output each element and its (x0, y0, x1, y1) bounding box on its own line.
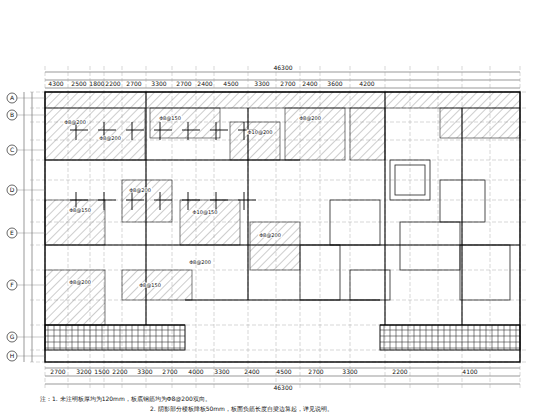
dimension: 3200 (76, 369, 91, 375)
axis-label: A (10, 95, 14, 101)
dimension: 4200 (359, 81, 374, 87)
axis-label: H (10, 353, 15, 359)
rebar-callout: Φ8@150 (68, 208, 92, 213)
dimension: 4500 (223, 81, 238, 87)
dimension: 2400 (302, 81, 317, 87)
general-note: 注：1. 未注明板厚均为120mm，板底钢筋均为Φ8@200双向。 (40, 396, 211, 402)
total-dimension: 46300 (273, 385, 292, 391)
dimension: 2700 (176, 81, 191, 87)
dimension: 2200 (392, 369, 407, 375)
dimension: 3300 (137, 369, 152, 375)
dimension: 3300 (151, 81, 166, 87)
dimension: 2400 (197, 81, 212, 87)
dimension: 2700 (162, 369, 177, 375)
axis-label: D (10, 187, 15, 193)
general-note: 2. 阴影部分楼板降板50mm，板面负筋长度自梁边算起，详见说明。 (150, 406, 333, 412)
rebar-callout: Φ8@200 (128, 188, 152, 193)
dimension: 3600 (327, 81, 342, 87)
rebar-callout: Φ8@200 (98, 136, 122, 141)
dimension: 3300 (214, 369, 229, 375)
dimension: 2700 (50, 369, 65, 375)
rebar-callout: Φ10@150 (192, 210, 219, 215)
dimension: 3300 (342, 369, 357, 375)
rebar-callout: Φ8@200 (258, 233, 282, 238)
total-dimension: 46300 (273, 65, 292, 71)
dimension: 4000 (188, 369, 203, 375)
axis-label: E (10, 230, 14, 236)
dimension: 3300 (254, 81, 269, 87)
dimension: 2700 (280, 81, 295, 87)
rebar-callout: Φ8@200 (298, 116, 322, 121)
axis-label: G (10, 334, 15, 340)
rebar-callout: Φ8@150 (158, 116, 182, 121)
slab-plan (7, 66, 528, 390)
axis-label: B (10, 112, 14, 118)
dimension: 1500 (94, 369, 109, 375)
dimension: 4100 (462, 369, 477, 375)
dimension: 2700 (308, 369, 323, 375)
dimension: 4300 (48, 81, 63, 87)
rebar-callout: Φ8@200 (68, 280, 92, 285)
axis-label: F (10, 282, 13, 288)
dimension: 4500 (276, 369, 291, 375)
axis-label: C (10, 147, 14, 153)
rebar-callout: Φ8@200 (63, 120, 87, 125)
rebar-callout: Φ8@150 (138, 283, 162, 288)
rebar-callout: Φ10@200 (247, 130, 274, 135)
rebar-callout: Φ8@200 (188, 260, 212, 265)
dimension: 2700 (126, 81, 141, 87)
dimension: 2200 (112, 369, 127, 375)
dimension: 2400 (244, 369, 259, 375)
dimension: 2200 (105, 81, 120, 87)
dimension: 1800 (89, 81, 104, 87)
dimension: 2500 (71, 81, 86, 87)
